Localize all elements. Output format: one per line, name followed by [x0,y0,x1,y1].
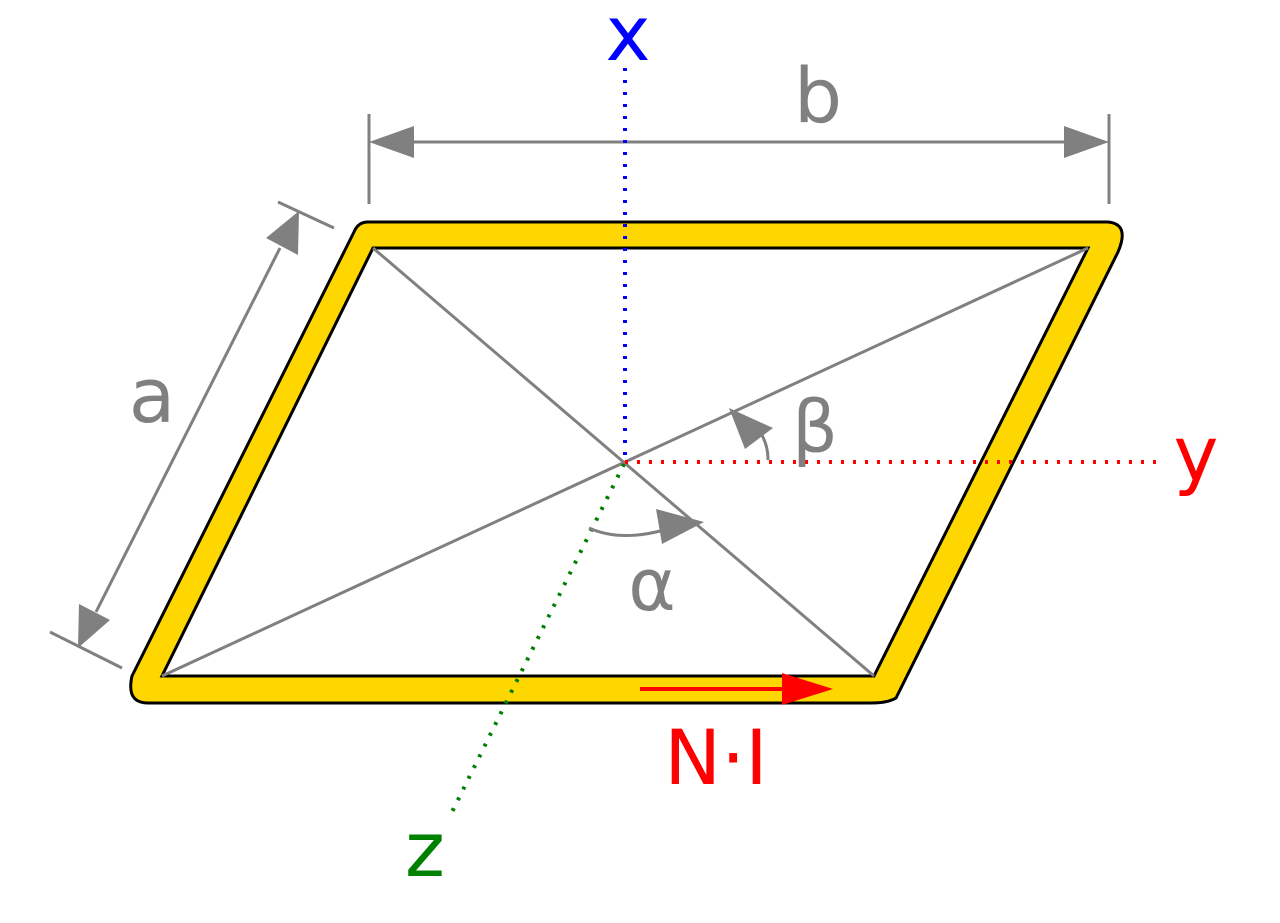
side-a-label: a [129,351,176,440]
current-arrow [640,673,833,705]
angle-alpha-label: α [628,543,675,627]
z-axis-line [450,463,626,813]
current-label: N·I [664,713,767,802]
z-axis-label: z [405,805,445,894]
dimension-a [49,200,335,670]
y-axis-label: y [1174,409,1219,498]
angle-beta-label: β [792,385,838,469]
angle-alpha-arc [588,509,704,544]
dimension-b [367,114,1111,204]
angle-beta-arc [729,408,773,461]
side-b-label: b [794,51,842,140]
x-axis-label: x [606,0,651,78]
